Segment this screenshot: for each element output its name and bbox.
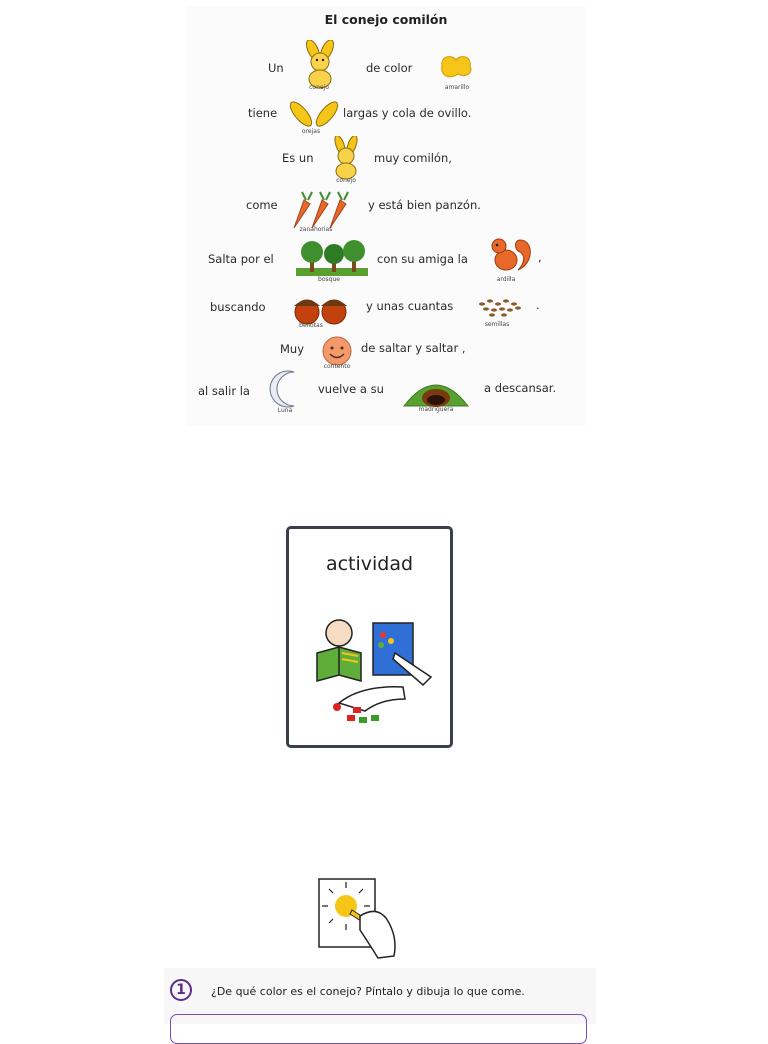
- poem-line-4-start: come: [246, 198, 278, 212]
- poem-title: El conejo comilón: [324, 12, 448, 27]
- poem-line-5-mid: con su amiga la: [377, 252, 468, 266]
- seeds-icon: [479, 299, 521, 317]
- rabbit-icon: [334, 136, 358, 180]
- poem-line-2-start: tiene: [248, 106, 278, 120]
- poem-line-6-mid: y unas cuantas: [366, 299, 454, 313]
- caption-conejo: conejo: [309, 84, 329, 91]
- poem-line-2-end: largas y cola de ovillo.: [343, 106, 472, 120]
- caption-bellotas: bellotas: [299, 322, 323, 329]
- activity-pictogram-icon: [316, 619, 433, 723]
- caption-contento: contento: [323, 363, 351, 370]
- caption-orejas: orejas: [301, 128, 321, 135]
- poem-line-8-end: a descansar.: [484, 381, 557, 395]
- burrow-icon: [402, 384, 470, 407]
- poem-line-1-mid: de color: [366, 61, 413, 75]
- poem-panel: El conejo comilón Un conejo de color ama…: [186, 6, 586, 426]
- rabbit-icon: [306, 40, 334, 89]
- squirrel-icon: [491, 238, 531, 271]
- poem-line-8-mid: vuelve a su: [318, 382, 384, 396]
- caption-bosque: bosque: [318, 276, 340, 283]
- exercise-question: ¿De qué color es el conejo? Píntalo y di…: [211, 985, 525, 998]
- rabbit-ears-icon: [289, 101, 339, 127]
- poem-line-4-end: y está bien panzón.: [368, 198, 481, 212]
- poem-line-8-start: al salir la: [198, 384, 250, 398]
- poem-line-1-start: Un: [268, 61, 284, 75]
- caption-ardilla: ardilla: [496, 276, 516, 283]
- caption-luna: Luna: [277, 407, 293, 414]
- activity-title: actividad: [325, 553, 414, 575]
- caption-semillas: semillas: [484, 321, 510, 328]
- poem-line-7-start: Muy: [280, 342, 305, 356]
- moon-icon: [269, 370, 295, 408]
- poem-line-6-start: buscando: [210, 300, 266, 314]
- forest-icon: [296, 240, 368, 276]
- poem-line-7-end: de saltar y saltar ,: [361, 341, 466, 355]
- exercise-number: 1: [170, 979, 192, 1001]
- caption-amarillo: amarillo: [444, 84, 470, 91]
- acorns-icon: [294, 299, 347, 325]
- caption-conejo: conejo: [336, 177, 356, 184]
- poem-line-3-end: muy comilón,: [374, 151, 452, 165]
- answer-box[interactable]: [170, 1014, 587, 1044]
- carrots-icon: [293, 191, 349, 229]
- activity-card: actividad: [286, 526, 453, 748]
- poem-line-5-start: Salta por el: [208, 252, 274, 266]
- poem-line-3-start: Es un: [282, 151, 314, 165]
- caption-madriguera: madriguera: [418, 406, 454, 413]
- yellow-paint-icon: [441, 56, 472, 78]
- poem-line-6-period: .: [536, 298, 540, 312]
- caption-zanahorias: zanahorias: [299, 226, 333, 233]
- smiley-icon: [322, 336, 352, 366]
- poem-line-5-comma: ,: [538, 250, 542, 264]
- paint-sun-icon: [318, 878, 396, 959]
